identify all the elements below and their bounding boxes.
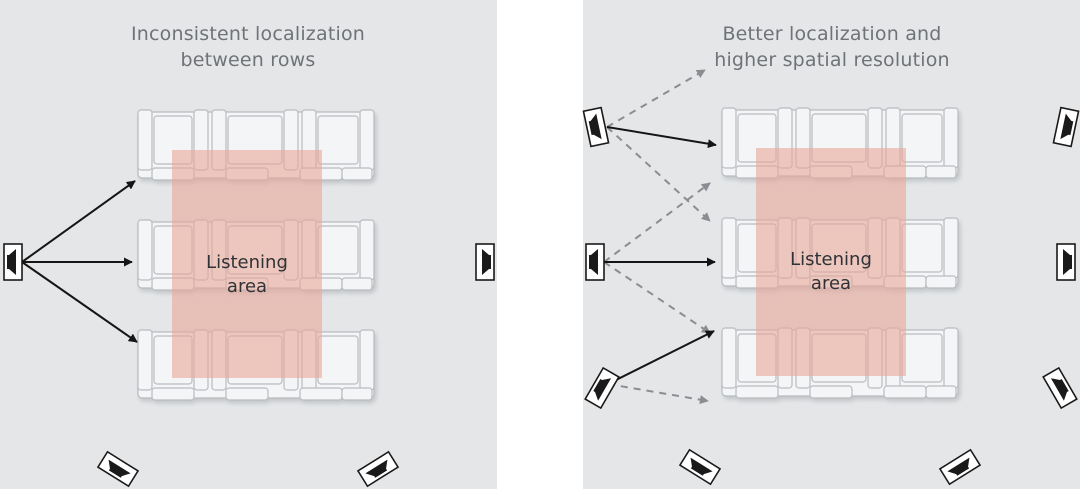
listening-area-right-label-line-1: Listening <box>790 249 872 270</box>
panel-right: Better localization and higher spatial r… <box>582 0 1080 489</box>
speaker-icon <box>96 450 140 488</box>
speaker-icon <box>584 366 620 410</box>
dashed-arrow-mid-to-row-3 <box>603 261 711 334</box>
listening-area-left-label-line-1: Listening <box>206 252 288 273</box>
dashed-arrow-top-to-middle <box>606 126 711 222</box>
dashed-arrow-top-to-upper <box>606 69 706 128</box>
panel-left-caption-line-2: between rows <box>180 49 315 71</box>
speaker-icon <box>1042 366 1078 410</box>
speaker-icon <box>3 243 23 281</box>
arrow-top-to-row-1 <box>606 126 717 149</box>
speaker-icon <box>938 448 982 486</box>
speaker-icon <box>356 450 400 488</box>
listening-area-right <box>756 148 906 376</box>
dashed-arrow-mid-to-row-1 <box>603 182 711 263</box>
speaker-icon <box>678 448 722 486</box>
arrow-left-to-row-3 <box>21 261 138 343</box>
arrow-left-to-row-1 <box>21 180 136 263</box>
listening-area-left <box>172 150 322 378</box>
panel-right-caption-line-2: higher spatial resolution <box>714 49 950 71</box>
speaker-icon <box>1052 106 1080 148</box>
speaker-icon <box>582 106 610 148</box>
dashed-arrow-bottom-to-lower <box>607 383 709 405</box>
listening-area-right-label-line-2: area <box>811 273 851 294</box>
listening-area-left-label-line-2: area <box>227 276 267 297</box>
panel-left-caption-line-1: Inconsistent localization <box>131 23 365 45</box>
panel-left: Inconsistent localization between rows L… <box>0 0 497 489</box>
speaker-icon <box>585 243 605 281</box>
speaker-icon <box>475 243 495 281</box>
panel-right-caption-line-1: Better localization and <box>722 23 941 45</box>
speaker-icon <box>1056 243 1076 281</box>
arrow-bottom-to-row-3 <box>607 330 715 385</box>
